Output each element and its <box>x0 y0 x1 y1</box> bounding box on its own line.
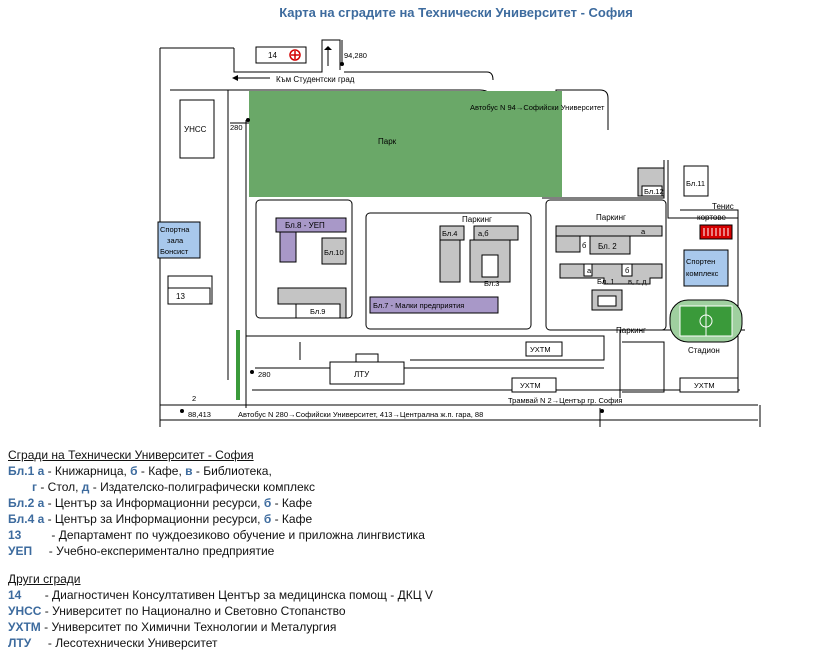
parking-label-3: Паркинг <box>616 326 646 335</box>
sport-complex-label-2: комплекс <box>686 269 719 278</box>
legend-tu-row: Бл.1 а - Книжарница, б - Кафе, в - Библи… <box>8 463 823 479</box>
uhtm-label-1: УХТМ <box>530 345 551 354</box>
legend-other-list: 14 - Диагностичен Консултативен Център з… <box>8 587 823 651</box>
building-7-label: Бл.7 - Малки предприятия <box>373 301 464 310</box>
legend-text: - Университет по Национално и Световно С… <box>41 604 346 618</box>
bus-stop-94-280: 94,280 <box>344 51 367 60</box>
street-top-label: Към Студентски град <box>276 75 355 84</box>
bus-stop-280-b: 280 <box>258 370 271 379</box>
building-4ab-label: а,б <box>478 229 489 238</box>
building-14-label: 14 <box>268 51 277 60</box>
stadium-label: Стадион <box>688 346 720 355</box>
legend-key: 14 <box>8 588 22 602</box>
legend: Сгради на Технически Университет - София… <box>8 447 823 651</box>
legend-tu-row: Бл.2 а - Център за Информационни ресурси… <box>8 495 823 511</box>
legend-text: - Учебно-експериментално предприятие <box>32 544 275 558</box>
park-area <box>249 91 562 197</box>
parking-label-2: Паркинг <box>596 213 626 222</box>
legend-tu-list: Бл.1 а - Книжарница, б - Кафе, в - Библи… <box>8 463 823 559</box>
building-4-label: Бл.4 <box>442 229 457 238</box>
uhtm-label-3: УХТМ <box>694 381 715 390</box>
legend-text: - Център за Информационни ресурси, <box>44 496 264 510</box>
tram-stop-2: 2 <box>192 394 196 403</box>
page-title: Карта на сградите на Технически Универси… <box>279 5 633 20</box>
sport-hall-label-3: Бонсист <box>160 247 189 256</box>
legend-key: д <box>81 480 90 494</box>
legend-key: УЕП <box>8 544 33 558</box>
sport-hall-label-2: зала <box>167 236 184 245</box>
building-2-label: Бл. 2 <box>598 242 617 251</box>
legend-text: - Кафе <box>271 496 313 510</box>
tennis-label-1: Тенис <box>712 202 734 211</box>
legend-text: - Кафе <box>271 512 313 526</box>
building-8-label: Бл.8 - УЕП <box>285 221 325 230</box>
building-1vgd-label: в, г, д <box>628 277 647 286</box>
building-9-label: Бл.9 <box>310 307 325 316</box>
legend-other-row: 14 - Диагностичен Консултативен Център з… <box>8 587 823 603</box>
bus-94-label: Автобус N 94→Софийски Университет <box>470 103 605 112</box>
legend-text: - Издателско-полиграфически комплекс <box>89 480 316 494</box>
building-2b-label: б <box>582 241 586 250</box>
legend-tu-row: г - Стол, д - Издателско-полиграфически … <box>8 479 823 495</box>
tram-2-label: Трамвай N 2→Център гр. София <box>508 396 623 405</box>
legend-key: УНСС <box>8 604 42 618</box>
legend-text: - Лесотехнически Университет <box>31 636 218 650</box>
legend-other-heading: Други сгради <box>8 572 81 586</box>
building-2a-label: а <box>641 227 646 236</box>
legend-key: 13 <box>8 528 22 542</box>
bus-stop-88-413: 88,413 <box>188 410 211 419</box>
legend-key: в <box>185 464 193 478</box>
legend-text: - Департамент по чуждоезиково обучение и… <box>21 528 425 542</box>
building-10-label: Бл.10 <box>324 248 344 257</box>
bus-stop-280-a: 280 <box>230 123 243 132</box>
legend-key: Бл.1 а <box>8 464 45 478</box>
legend-other-row: УНСС - Университет по Национално и Свето… <box>8 603 823 619</box>
tennis-label-2: кортове <box>697 213 726 222</box>
sport-complex-label-1: Спортен <box>686 257 715 266</box>
legend-key: г <box>32 480 37 494</box>
legend-text: - Кафе, <box>137 464 186 478</box>
legend-text: - Диагностичен Консултативен Център за м… <box>21 588 433 602</box>
legend-key: б <box>130 464 138 478</box>
legend-tu-row: 13 - Департамент по чуждоезиково обучени… <box>8 527 823 543</box>
legend-key: ЛТУ <box>8 636 32 650</box>
legend-tu-row: Бл.4 а - Център за Информационни ресурси… <box>8 511 823 527</box>
bus-280-label: Автобус N 280→Софийски Университет, 413→… <box>238 410 483 419</box>
legend-key: УХТМ <box>8 620 41 634</box>
legend-key: Бл.2 а <box>8 496 45 510</box>
building-12-label: Бл.12 <box>644 187 664 196</box>
legend-key: б <box>263 512 272 526</box>
building-1a-label: а <box>587 266 592 275</box>
building-11-label: Бл.11 <box>686 179 705 188</box>
legend-text: - Център за Информационни ресурси, <box>44 512 264 526</box>
park-label: Парк <box>378 137 397 146</box>
uhtm-label-2: УХТМ <box>520 381 541 390</box>
legend-key: б <box>263 496 272 510</box>
legend-text: - Библиотека, <box>192 464 272 478</box>
legend-text: - Стол, <box>37 480 82 494</box>
parking-label-1: Паркинг <box>462 215 492 224</box>
sport-hall-label-1: Спортна <box>160 225 190 234</box>
legend-text: - Книжарница, <box>44 464 131 478</box>
ltu-label: ЛТУ <box>354 370 370 379</box>
legend-other-row: ЛТУ - Лесотехнически Университет <box>8 635 823 651</box>
legend-other-row: УХТМ - Университет по Химични Технологии… <box>8 619 823 635</box>
legend-tu-heading: Сгради на Технически Университет - София <box>8 448 254 462</box>
building-1-label: Бл. 1 <box>597 277 615 286</box>
unss-label: УНСС <box>184 125 207 134</box>
building-13-label: 13 <box>176 292 185 301</box>
legend-text: - Университет по Химични Технологии и Ме… <box>40 620 337 634</box>
legend-tu-row: УЕП - Учебно-експериментално предприятие <box>8 543 823 559</box>
legend-key: Бл.4 а <box>8 512 45 526</box>
campus-map: 14 Парк УНСС Спортна зала Бонсист 13 Бл.… <box>157 39 761 427</box>
building-1b-label: б <box>625 266 629 275</box>
building-3-label: Бл.3 <box>484 279 499 288</box>
